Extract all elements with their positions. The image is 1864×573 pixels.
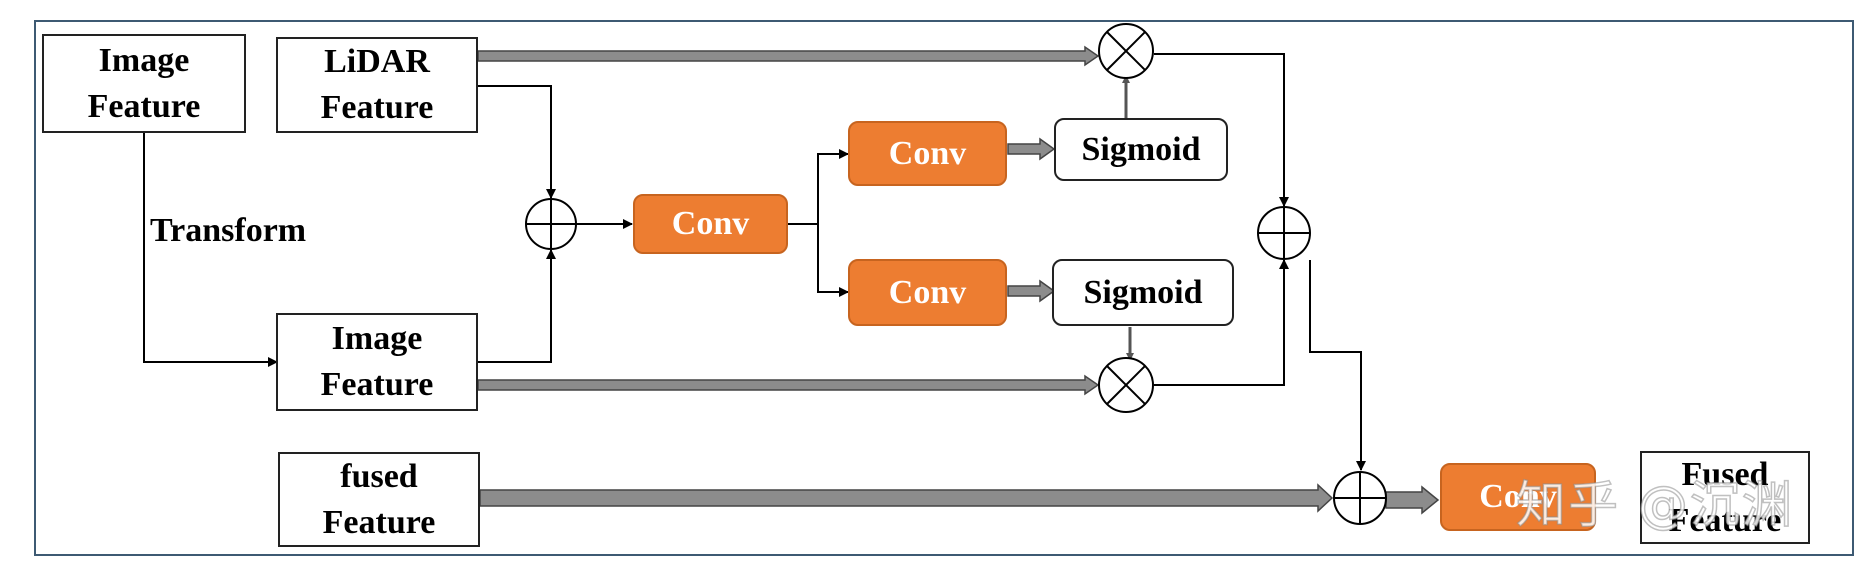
conv-lower-box: Conv — [848, 259, 1007, 326]
diagram-frame — [34, 20, 1854, 556]
transform-label: Transform — [150, 212, 307, 249]
sigmoid-upper-box: Sigmoid — [1054, 118, 1228, 181]
thick-arrow-conv-lower-to-sigmoid — [1007, 279, 1056, 303]
arrow-image-transform-to-add — [478, 249, 556, 363]
arrow-add-right-to-add-final — [1309, 260, 1366, 471]
multiply-operator-bottom — [1098, 357, 1154, 413]
watermark-text: 知乎 @沉渊 — [1515, 475, 1794, 535]
conv-upper-box: Conv — [848, 121, 1007, 186]
thick-arrow-lidar-to-mult-top — [477, 45, 1100, 67]
arrow-conv-to-conv-upper — [788, 149, 849, 225]
sigmoid-lower-box: Sigmoid — [1052, 259, 1234, 326]
arrow-transform — [143, 133, 278, 367]
arrow-mult-bottom-to-add-right — [1154, 259, 1289, 386]
multiply-operator-top — [1098, 23, 1154, 79]
add-operator-right — [1257, 206, 1311, 260]
image-feature-box: Image Feature — [42, 34, 246, 133]
lidar-feature-box: LiDAR Feature — [276, 37, 478, 133]
thick-arrow-conv-upper-to-sigmoid — [1007, 137, 1056, 161]
fused-feature-input-box: fused Feature — [278, 452, 480, 547]
fused-feature-output-box: Fused Feature — [1640, 451, 1810, 544]
thick-arrow-image-to-mult-bottom — [477, 374, 1100, 396]
conv-main-box: Conv — [633, 194, 788, 254]
thick-arrow-add-to-conv-final — [1385, 485, 1440, 515]
add-operator-final — [1333, 471, 1387, 525]
add-operator-left — [525, 198, 577, 250]
arrow-conv-to-conv-lower — [817, 224, 849, 297]
image-feature-transformed-box: Image Feature — [276, 313, 478, 411]
arrow-lidar-to-add — [478, 85, 556, 199]
thick-arrow-fused-to-add — [479, 483, 1334, 513]
conv-final-box: Conv — [1440, 463, 1596, 531]
arrow-mult-top-to-add-right — [1154, 53, 1289, 207]
